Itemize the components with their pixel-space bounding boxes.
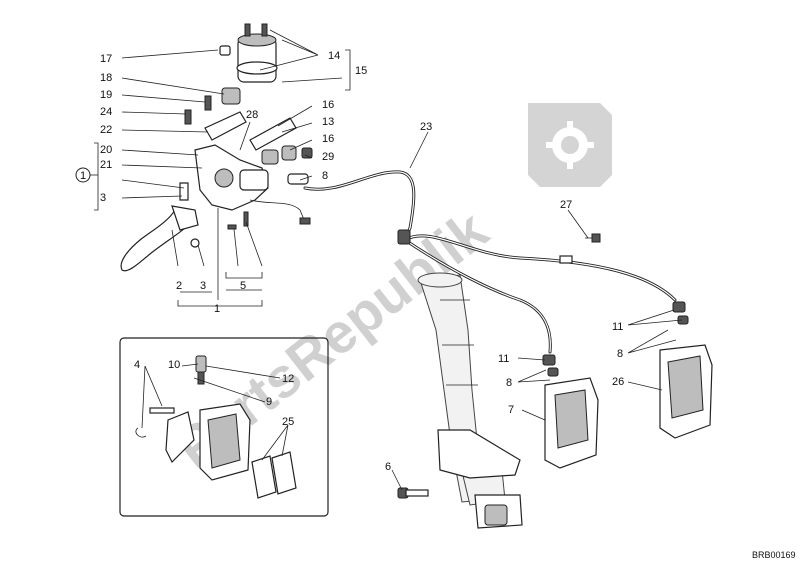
gear-icon [528, 103, 612, 187]
callout-4: 4 [134, 359, 140, 371]
leader-lines [90, 29, 683, 491]
callout-10: 10 [168, 359, 180, 371]
callout-11-right: 11 [612, 321, 623, 333]
callout-17: 17 [100, 53, 112, 65]
callout-13: 13 [322, 116, 334, 128]
callout-12: 12 [282, 373, 294, 385]
drawing-code: BRB00169 [752, 550, 796, 560]
callout-18: 18 [100, 72, 112, 84]
callout-2: 2 [176, 280, 182, 292]
callout-19: 19 [100, 89, 112, 101]
callout-8-right: 8 [617, 348, 623, 360]
callout-24: 24 [100, 106, 112, 118]
callout-8-mid: 8 [506, 377, 512, 389]
callout-16-lower: 16 [322, 133, 334, 145]
callout-14: 14 [328, 50, 340, 62]
callout-23: 23 [420, 121, 432, 133]
callout-29: 29 [322, 151, 334, 163]
brake-hoses [303, 170, 677, 354]
callout-28: 28 [246, 109, 258, 121]
callout-26: 26 [612, 376, 624, 388]
callout-9: 9 [266, 396, 272, 408]
callout-6: 6 [385, 461, 391, 473]
svg-text:1: 1 [80, 170, 86, 182]
brake-caliper-right-front [542, 354, 599, 469]
callout-1-circled: 1 [75, 167, 91, 183]
brake-caliper-right-rear [659, 301, 713, 439]
callout-11-mid: 11 [498, 353, 509, 365]
callout-labels: 17 18 19 24 22 20 21 3 1 14 15 16 13 16 … [75, 50, 624, 473]
callout-8-top: 8 [322, 170, 328, 182]
callout-1-bottom: 1 [214, 303, 220, 315]
callout-3-left: 3 [100, 192, 106, 204]
callout-15: 15 [355, 65, 367, 77]
callout-22: 22 [100, 124, 112, 136]
caliper-detail-inset [119, 337, 329, 517]
callout-5: 5 [240, 280, 246, 292]
callout-3-bottom: 3 [200, 280, 206, 292]
callout-27: 27 [560, 199, 572, 211]
callout-20: 20 [100, 144, 112, 156]
master-cylinder-assembly [120, 23, 313, 272]
caliper-mounting-bolt [397, 487, 429, 499]
callout-16-top: 16 [322, 99, 334, 111]
callout-21: 21 [100, 159, 112, 171]
callout-25: 25 [282, 416, 294, 428]
front-fork-leg [417, 272, 523, 529]
callout-7: 7 [508, 404, 514, 416]
